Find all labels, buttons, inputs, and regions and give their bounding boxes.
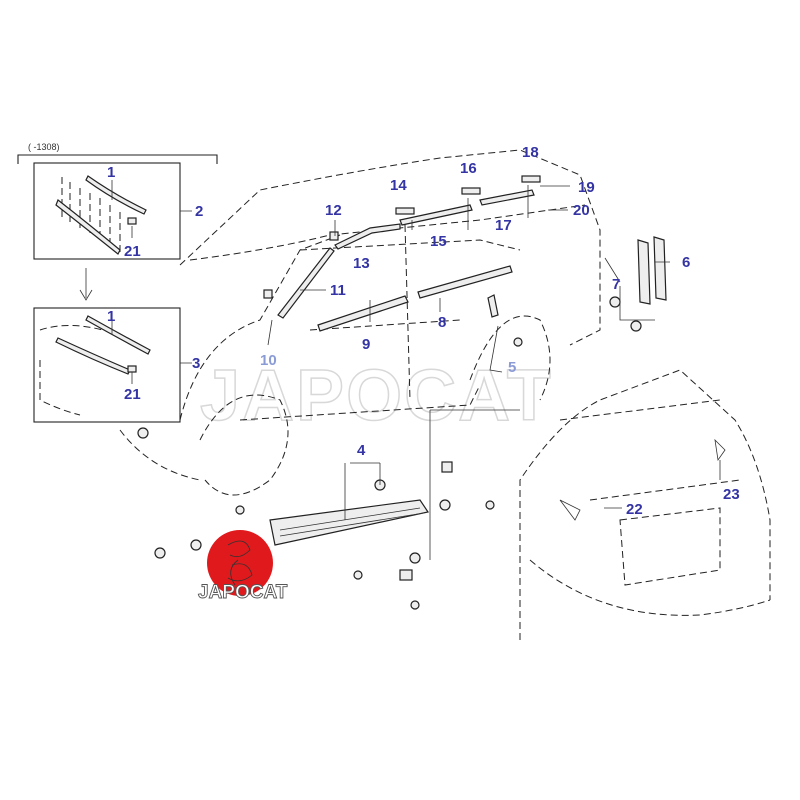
garnish-7 bbox=[637, 239, 651, 305]
callout-9[interactable]: 9 bbox=[362, 336, 370, 353]
molding-13 bbox=[334, 223, 401, 250]
cap-18 bbox=[521, 175, 541, 183]
callout-15[interactable]: 15 bbox=[430, 233, 447, 250]
callout-1[interactable]: 1 bbox=[107, 164, 115, 181]
inset-box-1: 1 2 21 bbox=[33, 162, 203, 260]
inset-box-2: 1 3 21 bbox=[33, 307, 200, 423]
molding-15 bbox=[399, 204, 473, 226]
callout-13[interactable]: 13 bbox=[353, 255, 370, 272]
callout-17[interactable]: 17 bbox=[495, 217, 512, 234]
callout-14[interactable]: 14 bbox=[390, 177, 407, 194]
callout-7[interactable]: 7 bbox=[612, 276, 620, 293]
callout-22[interactable]: 22 bbox=[626, 501, 643, 518]
callout-4[interactable]: 4 bbox=[357, 442, 366, 459]
applicability-bracket bbox=[17, 154, 218, 164]
callout-6[interactable]: 6 bbox=[682, 254, 690, 271]
callout-8[interactable]: 8 bbox=[438, 314, 446, 331]
japocat-logo: JAPOCAT bbox=[198, 530, 288, 603]
cap-16 bbox=[461, 187, 481, 195]
molding-9 bbox=[317, 295, 409, 332]
step-4 bbox=[269, 499, 429, 546]
vehicle-front-view bbox=[119, 149, 601, 560]
callout-18[interactable]: 18 bbox=[522, 144, 539, 161]
garnish-part bbox=[55, 199, 121, 255]
molding-8 bbox=[417, 265, 513, 299]
callout-5[interactable]: 5 bbox=[508, 359, 516, 376]
mudguard-5 bbox=[487, 294, 499, 318]
window-molding-part bbox=[85, 175, 147, 215]
callout-10[interactable]: 10 bbox=[260, 352, 277, 369]
callout-23[interactable]: 23 bbox=[723, 486, 740, 503]
callout-20[interactable]: 20 bbox=[573, 202, 590, 219]
callout-21[interactable]: 21 bbox=[124, 243, 141, 260]
callout-16[interactable]: 16 bbox=[460, 160, 477, 177]
molding-11 bbox=[277, 247, 335, 319]
callout-2[interactable]: 2 bbox=[195, 203, 203, 220]
callout-19[interactable]: 19 bbox=[578, 179, 595, 196]
body-moldings bbox=[269, 175, 667, 546]
garnish-6 bbox=[653, 236, 667, 301]
callout-11[interactable]: 11 bbox=[330, 282, 346, 299]
vehicle-rear-view bbox=[519, 369, 771, 640]
fasteners bbox=[137, 231, 642, 610]
arrow-down-icon bbox=[79, 268, 93, 301]
callout-3[interactable]: 3 bbox=[192, 355, 200, 372]
logo-text: JAPOCAT bbox=[198, 582, 288, 603]
cap-14 bbox=[395, 207, 415, 215]
callout-12[interactable]: 12 bbox=[325, 202, 342, 219]
clip-part bbox=[127, 217, 137, 225]
watermark: JAPOCAT bbox=[200, 356, 553, 436]
date-range-label: ( -1308) bbox=[28, 142, 60, 152]
callout-1b[interactable]: 1 bbox=[107, 308, 115, 325]
molding-17 bbox=[479, 189, 535, 206]
callout-21b[interactable]: 21 bbox=[124, 386, 141, 403]
